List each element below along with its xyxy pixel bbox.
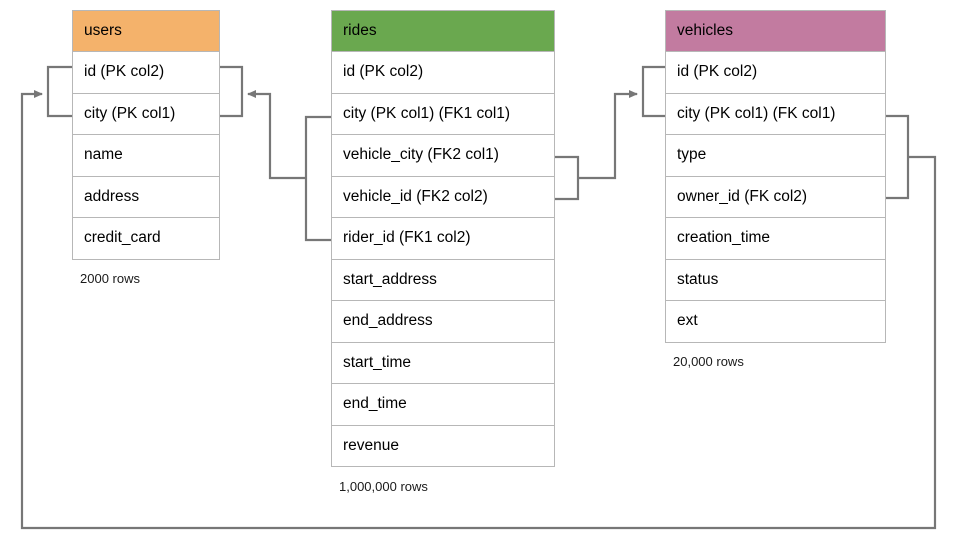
rides-left-bracket (304, 115, 331, 242)
column-row[interactable]: end_time (331, 384, 555, 426)
column-row[interactable]: name (72, 135, 220, 177)
users-left-bracket (46, 65, 72, 118)
entity-table-users[interactable]: users id (PK col2) city (PK col1) name a… (72, 10, 220, 260)
column-row[interactable]: creation_time (665, 218, 886, 260)
column-row[interactable]: start_address (331, 259, 555, 301)
vehicles-left-bracket (641, 65, 665, 118)
column-row[interactable]: start_time (331, 342, 555, 384)
column-label: id (PK col2) (343, 63, 424, 81)
row-count-rides: 1,000,000 rows (339, 479, 428, 494)
column-label: vehicle_city (FK2 col1) (343, 146, 499, 164)
column-label: creation_time (677, 229, 771, 247)
column-row[interactable]: address (72, 176, 220, 218)
column-label: owner_id (FK col2) (677, 187, 808, 205)
column-label: end_address (343, 312, 433, 330)
column-label: city (PK col1) (FK col1) (677, 104, 836, 122)
column-label: revenue (343, 436, 400, 454)
column-label: city (PK col1) (84, 104, 176, 122)
column-label: start_time (343, 353, 412, 371)
column-row[interactable]: vehicle_city (FK2 col1) (331, 135, 555, 177)
entity-title-users: users (84, 22, 122, 39)
column-label: start_address (343, 270, 437, 288)
column-label: id (PK col2) (677, 63, 758, 81)
column-label: rider_id (FK1 col2) (343, 229, 471, 247)
column-row[interactable]: city (PK col1) (FK1 col1) (331, 93, 555, 135)
column-label: ext (677, 312, 698, 330)
column-label: vehicle_id (FK2 col2) (343, 187, 488, 205)
connector-rides-fk1-to-users (247, 90, 306, 180)
column-row[interactable]: credit_card (72, 218, 220, 260)
entity-table-rides[interactable]: rides id (PK col2) city (PK col1) (FK1 c… (331, 10, 555, 467)
column-label: credit_card (84, 229, 161, 247)
column-row[interactable]: ext (665, 301, 886, 343)
vehicles-right-bracket (886, 114, 910, 200)
column-row[interactable]: vehicle_id (FK2 col2) (331, 176, 555, 218)
row-count-users: 2000 rows (80, 271, 140, 286)
entity-title-vehicles: vehicles (677, 22, 733, 39)
column-label: address (84, 187, 140, 205)
column-row[interactable]: rider_id (FK1 col2) (331, 218, 555, 260)
entity-header-vehicles[interactable]: vehicles (665, 10, 886, 52)
column-row[interactable]: id (PK col2) (72, 52, 220, 94)
connector-rides-fk2-to-vehicles (578, 90, 638, 180)
rides-right-bracket (555, 155, 580, 201)
column-label: id (PK col2) (84, 63, 165, 81)
column-row[interactable]: city (PK col1) (FK col1) (665, 93, 886, 135)
users-right-bracket (220, 65, 244, 118)
column-row[interactable]: status (665, 259, 886, 301)
column-label: status (677, 270, 719, 288)
entity-header-rides[interactable]: rides (331, 10, 555, 52)
column-row[interactable]: id (PK col2) (331, 52, 555, 94)
column-row[interactable]: end_address (331, 301, 555, 343)
column-row[interactable]: id (PK col2) (665, 52, 886, 94)
column-label: name (84, 146, 123, 164)
column-label: city (PK col1) (FK1 col1) (343, 104, 511, 122)
entity-table-vehicles[interactable]: vehicles id (PK col2) city (PK col1) (FK… (665, 10, 886, 343)
column-label: end_time (343, 395, 407, 413)
entity-header-users[interactable]: users (72, 10, 220, 52)
column-label: type (677, 146, 707, 164)
column-row[interactable]: type (665, 135, 886, 177)
entity-title-rides: rides (343, 22, 377, 39)
column-row[interactable]: owner_id (FK col2) (665, 176, 886, 218)
column-row[interactable]: revenue (331, 425, 555, 467)
row-count-vehicles: 20,000 rows (673, 354, 744, 369)
column-row[interactable]: city (PK col1) (72, 93, 220, 135)
